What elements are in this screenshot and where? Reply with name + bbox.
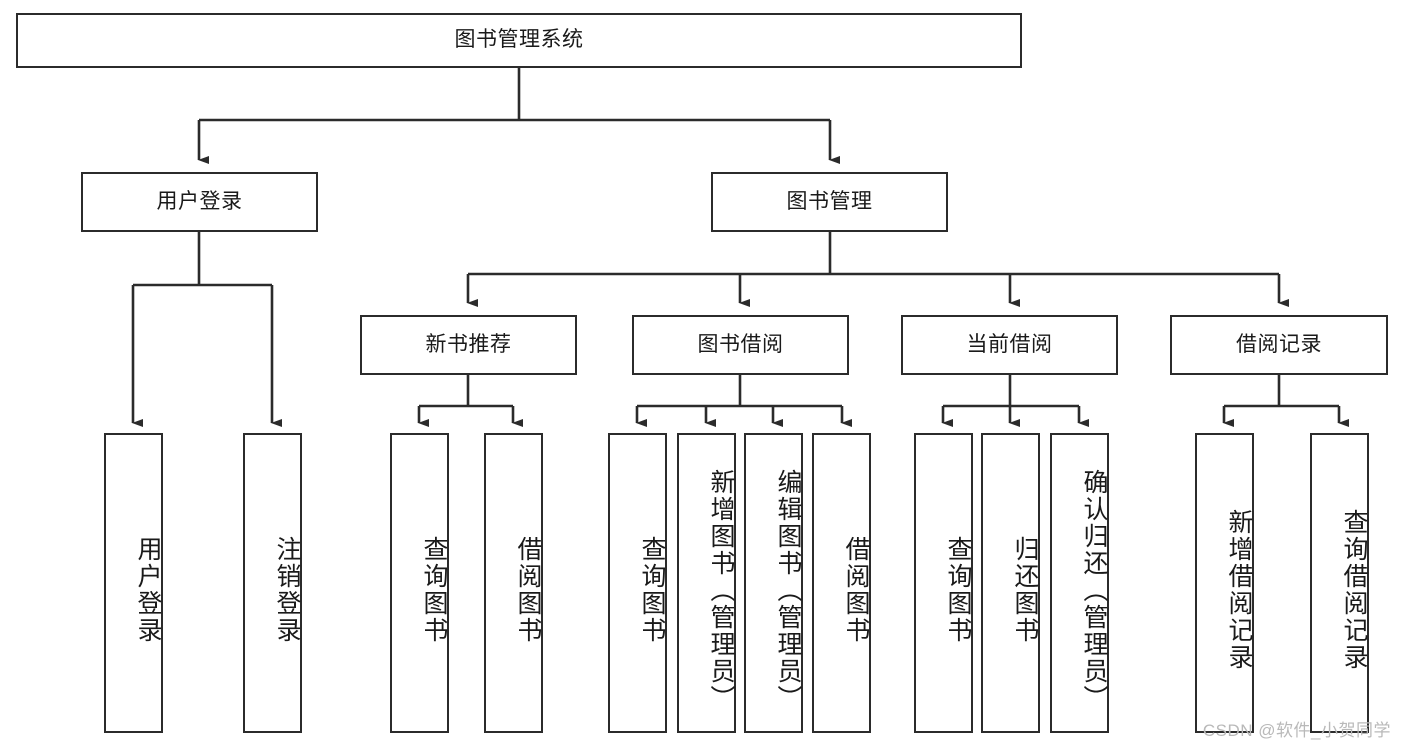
node-book-borrow[interactable]: 图书借阅 [632, 315, 849, 375]
edge-group-book-manage [466, 232, 1289, 307]
node-leaf-return-book[interactable]: 归还图书 [981, 433, 1040, 733]
node-leaf-query-book-2-label: 查询图书 [638, 536, 666, 644]
node-user-login-label: 用户登录 [156, 189, 243, 213]
edge-group-current-borrow [941, 375, 1089, 427]
node-current-borrow[interactable]: 当前借阅 [901, 315, 1118, 375]
edge-group-new-book-recommend [417, 375, 523, 427]
node-book-manage-label: 图书管理 [786, 189, 873, 213]
node-leaf-edit-book-label: 编辑图书（管理员） [774, 468, 802, 712]
node-leaf-borrow-book-1[interactable]: 借阅图书 [484, 433, 543, 733]
node-leaf-query-record[interactable]: 查询借阅记录 [1310, 433, 1369, 733]
node-root[interactable]: 图书管理系统 [16, 13, 1022, 68]
node-current-borrow-label: 当前借阅 [966, 332, 1053, 356]
node-leaf-add-book-label: 新增图书（管理员） [707, 468, 735, 712]
node-book-manage[interactable]: 图书管理 [711, 172, 948, 232]
node-leaf-query-book-3[interactable]: 查询图书 [914, 433, 973, 733]
node-book-borrow-label: 图书借阅 [697, 332, 784, 356]
node-leaf-query-record-label: 查询借阅记录 [1340, 509, 1368, 671]
node-leaf-logout[interactable]: 注销登录 [243, 433, 302, 733]
node-leaf-borrow-book-2-label: 借阅图书 [842, 536, 870, 644]
node-leaf-query-book-1-label: 查询图书 [420, 536, 448, 644]
node-leaf-add-record[interactable]: 新增借阅记录 [1195, 433, 1254, 733]
node-leaf-query-book-2[interactable]: 查询图书 [608, 433, 667, 733]
edge-group-user-login [131, 232, 282, 427]
node-borrow-record[interactable]: 借阅记录 [1170, 315, 1388, 375]
node-leaf-add-book[interactable]: 新增图书（管理员） [677, 433, 736, 733]
node-leaf-user-login[interactable]: 用户登录 [104, 433, 163, 733]
edge-group-book-borrow [635, 375, 852, 427]
node-leaf-confirm-return-label: 确认归还（管理员） [1080, 468, 1108, 712]
node-new-book-recommend-label: 新书推荐 [425, 332, 512, 356]
node-leaf-borrow-book-2[interactable]: 借阅图书 [812, 433, 871, 733]
node-leaf-query-book-1[interactable]: 查询图书 [390, 433, 449, 733]
node-leaf-edit-book[interactable]: 编辑图书（管理员） [744, 433, 803, 733]
node-leaf-add-record-label: 新增借阅记录 [1225, 509, 1253, 671]
node-leaf-query-book-3-label: 查询图书 [944, 536, 972, 644]
watermark-text: CSDN @软件_小贺同学 [1202, 721, 1391, 740]
node-leaf-user-login-label: 用户登录 [134, 536, 162, 644]
node-leaf-borrow-book-1-label: 借阅图书 [514, 536, 542, 644]
edge-group-borrow-record [1222, 375, 1349, 427]
node-leaf-confirm-return[interactable]: 确认归还（管理员） [1050, 433, 1109, 733]
node-root-label: 图书管理系统 [454, 28, 584, 52]
node-borrow-record-label: 借阅记录 [1236, 332, 1322, 356]
node-leaf-return-book-label: 归还图书 [1011, 536, 1039, 644]
node-new-book-recommend[interactable]: 新书推荐 [360, 315, 577, 375]
node-user-login[interactable]: 用户登录 [81, 172, 318, 232]
edge-group-root [197, 68, 840, 164]
node-leaf-logout-label: 注销登录 [273, 536, 301, 644]
